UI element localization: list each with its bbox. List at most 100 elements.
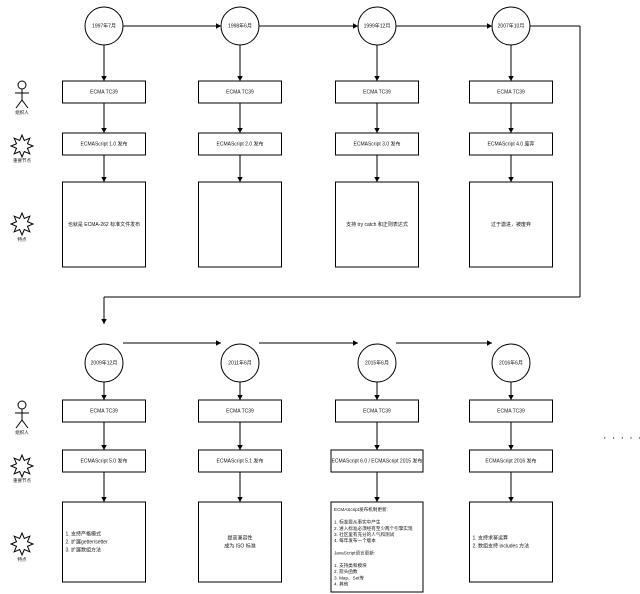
continuation-ellipsis: · · · · ·	[603, 432, 640, 444]
arrow-head	[508, 395, 514, 400]
row-label-feature: 特点	[18, 556, 27, 563]
organizer-box	[469, 80, 553, 104]
release-label: ECMAScript 6.0 / ECMAScript 2015 发布	[332, 457, 423, 464]
release-box	[469, 449, 553, 473]
release-label: ECMAScript 4.0 废弃	[488, 140, 535, 147]
star-icon	[9, 133, 35, 159]
release-box	[198, 449, 282, 473]
arrow-head	[237, 177, 243, 182]
organizer-label: ECMA TC39	[497, 408, 525, 414]
feature-text: ECMAScript发布机制更新:	[334, 506, 388, 513]
organizer-box	[335, 399, 419, 423]
date-label: 1998年6月	[228, 22, 252, 29]
feature-text: 3. Map、Set等	[334, 574, 365, 580]
feature-text: 3. 社区里有充分的人气和测试	[334, 531, 395, 538]
row-label-organizer: 组织人	[15, 109, 29, 116]
arrow-head	[374, 395, 380, 400]
row-label-milestone: 重要节点	[13, 157, 31, 164]
feature-text: 3. 扩展数组方法	[66, 546, 102, 553]
feature-text: 提高兼容性	[227, 534, 252, 541]
arrow-head	[216, 340, 221, 346]
feature-box	[198, 501, 282, 583]
organizer-label: ECMA TC39	[226, 89, 254, 95]
date-circle	[84, 6, 124, 46]
feature-box	[469, 181, 553, 268]
feature-text: JavaScript语言更新:	[334, 550, 375, 557]
feature-box	[469, 501, 553, 583]
arrow-head	[487, 23, 492, 29]
feature-text: 2. 进入标准必须经有至少两个引擎实现	[334, 525, 413, 532]
date-circle	[491, 343, 531, 383]
release-box	[62, 449, 146, 473]
row-label-feature: 特点	[18, 236, 27, 243]
arrow-head	[101, 319, 107, 324]
arrow-head	[216, 23, 221, 29]
organizer-label: ECMA TC39	[363, 408, 391, 414]
arrow-head	[374, 497, 380, 502]
arrow-head	[374, 76, 380, 81]
arrow-head	[237, 76, 243, 81]
date-circle	[220, 6, 260, 46]
feature-text: 支持 try catch 和正则表达式	[346, 221, 408, 228]
date-circle	[357, 343, 397, 383]
feature-box	[198, 181, 282, 268]
release-label: ECMAScript 5.1 发布	[217, 457, 264, 464]
date-circle	[491, 6, 531, 46]
organizer-label: ECMA TC39	[90, 89, 118, 95]
release-label: ECMAScript 5.0 发布	[81, 457, 128, 464]
feature-box	[62, 501, 146, 583]
feature-text: 2. 数组支持 includes 方法	[473, 542, 530, 549]
organizer-box	[62, 80, 146, 104]
actor-icon	[15, 80, 29, 109]
star-icon	[9, 453, 35, 479]
release-box	[335, 132, 419, 156]
row-label-organizer: 组织人	[15, 429, 29, 436]
arrow-head	[353, 23, 358, 29]
arrow-head	[374, 445, 380, 450]
organizer-box	[62, 399, 146, 423]
organizer-label: ECMA TC39	[90, 408, 118, 414]
feature-text: 2. 扩展getter/setter	[66, 538, 109, 545]
release-label: ECMAScript 3.0 发布	[354, 140, 401, 147]
release-box	[198, 132, 282, 156]
feature-text: 1. 支持严格模式	[66, 530, 102, 537]
arrow-head	[101, 497, 107, 502]
feature-box	[62, 181, 146, 268]
row-label-milestone: 重要节点	[13, 477, 31, 484]
feature-text: 也就是 ECMA-262 标准文件发布	[68, 221, 140, 228]
feature-box	[330, 501, 424, 593]
arrow-head	[374, 177, 380, 182]
release-label: ECMAScript 2.0 发布	[217, 140, 264, 147]
organizer-box	[198, 399, 282, 423]
date-label: 2011年6月	[228, 359, 252, 366]
date-circle	[357, 6, 397, 46]
arrow-head	[353, 340, 358, 346]
feature-text: 1. 标准要从事实中产生	[334, 519, 381, 526]
release-box	[330, 449, 424, 473]
arrow-head	[101, 177, 107, 182]
arrow-head	[237, 128, 243, 133]
date-label: 2009年12月	[91, 359, 118, 366]
feature-text: 4. 每年发布一个版本	[334, 537, 376, 544]
feature-box	[335, 181, 419, 268]
arrow-head	[508, 76, 514, 81]
date-circle	[220, 343, 260, 383]
organizer-box	[198, 80, 282, 104]
date-label: 2015年6月	[365, 359, 389, 366]
feature-text: 过于激进，被废弃	[491, 221, 531, 228]
arrow-head	[237, 445, 243, 450]
organizer-box	[335, 80, 419, 104]
arrow-head	[487, 340, 492, 346]
arrow-head	[101, 128, 107, 133]
actor-icon	[15, 400, 29, 429]
